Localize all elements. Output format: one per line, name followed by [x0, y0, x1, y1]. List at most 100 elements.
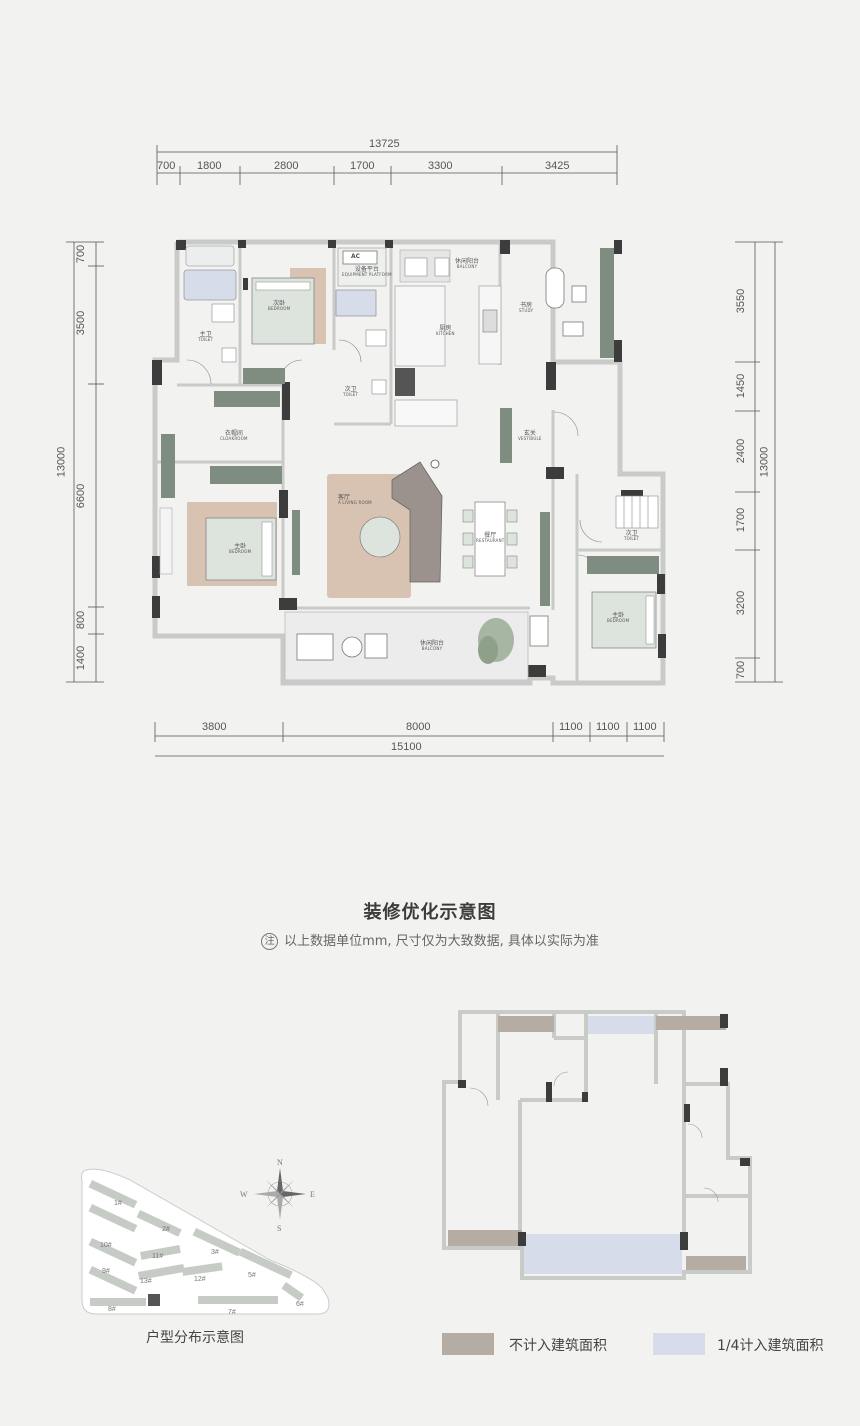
- kitchen-counter: [394, 285, 446, 367]
- dim-left-seg: 800: [75, 610, 88, 630]
- area-diagram: [442, 1010, 752, 1280]
- legend-swatch-quarter-counted: [653, 1333, 705, 1355]
- dim-top-seg: 700: [157, 160, 176, 172]
- dim-top-seg: 1700: [350, 160, 375, 172]
- note-symbol: 注: [261, 933, 279, 950]
- building-label: 13#: [140, 1278, 152, 1285]
- dim-right-seg: 3550: [735, 288, 748, 314]
- legend-swatch-not-counted: [442, 1333, 494, 1355]
- dim-bottom-seg: 3800: [202, 721, 227, 733]
- wall-columns: [152, 240, 666, 677]
- top-dimension-line: [156, 145, 618, 185]
- area-not-counted-3: [448, 1230, 522, 1246]
- coffee-table: [359, 516, 401, 558]
- note-text: 以上数据单位mm, 尺寸仅为大致数据, 具体以实际为准: [284, 934, 599, 949]
- building-label: 12#: [194, 1276, 206, 1283]
- building-label: 3#: [211, 1249, 219, 1256]
- dim-right-seg: 700: [735, 660, 748, 680]
- dim-bottom-seg: 1100: [596, 721, 620, 733]
- area-not-counted-1: [498, 1016, 554, 1032]
- key-plan: 1# 2# 3# 5# 6# 7# 8# 9# 10# 11# 12# 13# …: [81, 1158, 330, 1316]
- area-not-counted-4: [686, 1256, 746, 1270]
- ac-box: [342, 250, 378, 265]
- dim-left-seg: 6600: [75, 483, 88, 509]
- dining-chairs: [462, 509, 518, 569]
- stair-toilet: [615, 495, 659, 529]
- dim-top-seg: 2800: [274, 160, 299, 172]
- balcony-bottom-table: [341, 636, 363, 658]
- feature-walls: [161, 248, 659, 606]
- current-building-marker: [148, 1294, 160, 1306]
- second-toilet-basin: [365, 329, 387, 347]
- legend-label-quarter-counted: 1/4计入建筑面积: [717, 1338, 824, 1354]
- compass-n: N: [277, 1158, 283, 1167]
- dim-left-total: 13000: [55, 446, 68, 478]
- outer-walls: [152, 239, 666, 686]
- dim-left-seg: 3500: [75, 310, 88, 336]
- dim-bottom-seg: 8000: [406, 721, 431, 733]
- dim-right-seg: 2400: [735, 438, 748, 464]
- building-label: 9#: [102, 1268, 110, 1275]
- dim-right-total: 13000: [758, 446, 771, 478]
- door-swings: [186, 339, 603, 574]
- building-label: 6#: [296, 1301, 304, 1308]
- study-bench: [562, 321, 584, 337]
- dim-right-seg: 1450: [735, 373, 748, 399]
- dim-top-seg: 3425: [545, 160, 570, 172]
- dim-bottom-total: 15100: [391, 741, 422, 753]
- building-label: 11#: [152, 1253, 163, 1260]
- dim-top-total: 13725: [369, 138, 400, 150]
- building-label: 5#: [248, 1272, 256, 1279]
- balcony-bottom-sofa: [296, 633, 334, 661]
- right-dimension-line: [735, 241, 783, 683]
- balcony-bottom-chair: [364, 633, 388, 659]
- dining-table: [474, 501, 506, 577]
- wc-left: [221, 347, 237, 363]
- area-not-counted-2: [656, 1016, 726, 1030]
- building-label: 10#: [100, 1242, 112, 1249]
- ac-label: AC: [351, 253, 361, 260]
- keyplan-label: 户型分布示意图: [146, 1330, 244, 1346]
- dim-bottom-seg: 1100: [559, 721, 583, 733]
- building-label: 8#: [108, 1306, 116, 1313]
- dim-bottom-seg: 1100: [633, 721, 657, 733]
- wc-mid: [371, 379, 387, 395]
- area-quarter-counted-2: [524, 1234, 682, 1274]
- bottom-dimension-line: [154, 722, 665, 757]
- sink: [482, 309, 498, 333]
- dim-left-seg: 1400: [75, 645, 88, 671]
- page-title: 装修优化示意图: [363, 902, 497, 923]
- building-label: 7#: [228, 1309, 236, 1316]
- island: [394, 399, 458, 427]
- area-quarter-counted-1: [588, 1016, 654, 1034]
- dim-top-seg: 3300: [428, 160, 453, 172]
- left-dimension-line: [66, 241, 104, 683]
- legend-label-not-counted: 不计入建筑面积: [509, 1338, 607, 1354]
- dim-right-seg: 3200: [735, 590, 748, 616]
- dim-right-seg: 1700: [735, 507, 748, 533]
- dim-left-seg: 700: [75, 244, 88, 264]
- bathtub-upper: [185, 245, 235, 267]
- floor-plan: [66, 145, 783, 757]
- shower-second: [335, 289, 377, 317]
- planter: [478, 618, 514, 664]
- bathtub: [183, 269, 237, 301]
- compass-e: E: [310, 1190, 315, 1199]
- buildings: [88, 1180, 305, 1306]
- cabinet-left: [159, 507, 173, 575]
- dim-top-seg: 1800: [197, 160, 222, 172]
